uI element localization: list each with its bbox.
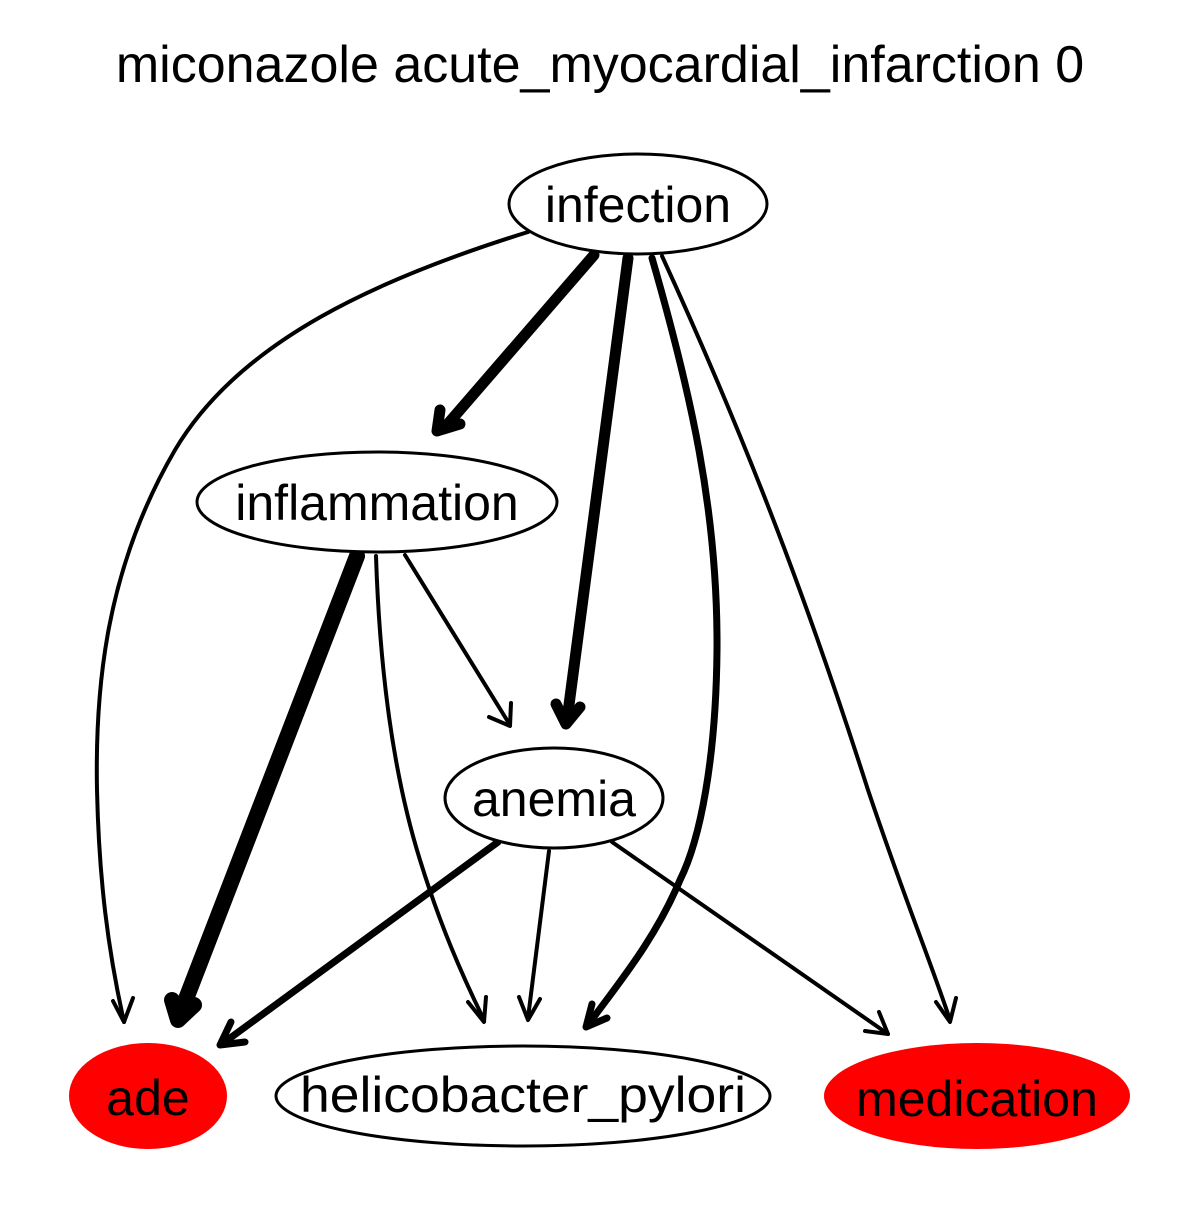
- edge-infection-inflammation[interactable]: [431, 249, 600, 437]
- edge-inflammation-ade[interactable]: [164, 548, 365, 1028]
- node-shape: [443, 746, 665, 850]
- edge-line: [94, 230, 530, 1024]
- edge-line: [660, 254, 952, 1022]
- node-shape: [507, 152, 769, 256]
- edge-line: [218, 838, 502, 1048]
- edge-layer: [94, 230, 958, 1049]
- edge-arrowhead: [934, 996, 958, 1024]
- edge-line: [561, 252, 634, 726]
- node-medication[interactable]: medication: [824, 1043, 1130, 1149]
- edge-arrowhead: [466, 995, 488, 1024]
- node-layer: infection inflammation anemia ade helico…: [69, 152, 1130, 1149]
- edge-anemia-helicobacter-pylori[interactable]: [517, 849, 551, 1022]
- edge-infection-anemia[interactable]: [550, 252, 634, 730]
- node-helicobacter-pylori[interactable]: helicobacter_pylori: [274, 1044, 772, 1148]
- node-ade[interactable]: ade: [69, 1043, 227, 1149]
- edge-line: [526, 849, 551, 1020]
- node-label: medication: [856, 1071, 1098, 1127]
- node-shape: [824, 1043, 1130, 1149]
- node-label: infection: [545, 177, 731, 233]
- edge-arrowhead: [582, 1000, 611, 1031]
- edge-infection-medication[interactable]: [660, 254, 958, 1024]
- edge-arrowhead: [164, 992, 202, 1028]
- edge-inflammation-anemia[interactable]: [403, 553, 513, 728]
- node-label: helicobacter_pylori: [300, 1067, 746, 1123]
- edge-arrowhead: [487, 701, 513, 728]
- edge-anemia-ade[interactable]: [216, 838, 502, 1049]
- edge-line: [610, 840, 890, 1036]
- edge-anemia-medication[interactable]: [610, 840, 890, 1036]
- node-label: anemia: [472, 771, 636, 827]
- edge-infection-ade[interactable]: [94, 230, 530, 1024]
- edge-arrowhead: [111, 996, 135, 1024]
- node-infection[interactable]: infection: [507, 152, 769, 256]
- edge-arrowhead: [431, 404, 466, 437]
- edge-inflammation-helicobacter-pylori[interactable]: [374, 554, 488, 1024]
- node-anemia[interactable]: anemia: [443, 746, 665, 850]
- node-shape: [274, 1044, 772, 1148]
- node-label: inflammation: [235, 475, 518, 531]
- graph-title: miconazole acute_myocardial_infarction 0: [116, 36, 1084, 94]
- edge-line: [584, 254, 721, 1029]
- edge-line: [403, 553, 512, 727]
- edge-arrowhead: [550, 698, 586, 730]
- node-inflammation[interactable]: inflammation: [195, 450, 559, 554]
- edge-arrowhead: [863, 1010, 890, 1036]
- node-shape: [195, 450, 559, 554]
- edge-arrowhead: [216, 1018, 249, 1049]
- edge-line: [173, 548, 365, 1020]
- node-label: ade: [106, 1070, 189, 1126]
- edge-line: [374, 554, 486, 1022]
- node-shape: [69, 1043, 227, 1149]
- edge-infection-helicobacter-pylori[interactable]: [582, 254, 721, 1031]
- edge-arrowhead: [517, 995, 542, 1022]
- edge-line: [440, 249, 600, 432]
